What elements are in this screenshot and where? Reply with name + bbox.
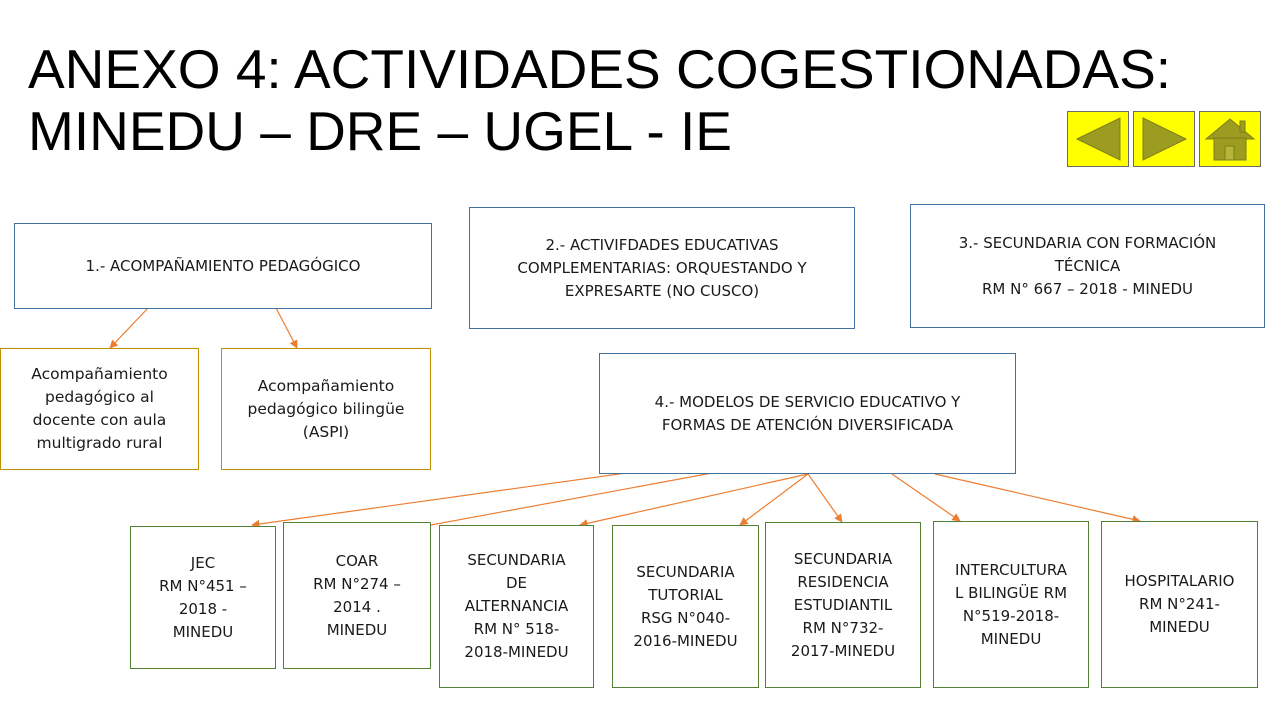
box-line: ESTUDIANTIL [793,595,893,614]
box-line: SECUNDARIA [636,562,735,581]
box-line: INTERCULTURA [955,560,1067,579]
box-line: RSG N°040- [640,608,731,627]
intercultural-box: INTERCULTURA L BILINGÜE RM N°519-2018- M… [933,521,1089,688]
box-line: COAR [335,551,379,570]
box-line: ALTERNANCIA [464,597,569,615]
box-label: 1.- ACOMPAÑAMIENTO PEDAGÓGICO [85,256,361,275]
box-line: MINEDU [980,629,1042,648]
box-line: RM N°241- [1139,595,1220,613]
box-line: DE [505,574,528,592]
box-line: L BILINGÜE RM [954,583,1068,602]
box-line: MINEDU [326,620,388,639]
box-line: 4.- MODELOS DE SERVICIO EDUCATIVO Y [654,392,961,411]
box-line: SECUNDARIA [467,551,566,569]
arrow-to-coar [403,472,713,533]
box-line: multigrado rural [36,434,163,452]
triangle-right-icon [1142,117,1188,161]
arrow-to-alternancia [579,473,809,528]
box-line: Acompañamiento [31,365,168,383]
box-line: RM N°732- [802,618,884,637]
arrow-to-intercultural [891,473,961,522]
box-line: JEC [190,553,216,572]
modelos-servicio-box: 4.- MODELOS DE SERVICIO EDUCATIVO Y FORM… [599,353,1016,474]
residencia-box: SECUNDARIA RESIDENCIA ESTUDIANTIL RM N°7… [765,522,921,688]
bilingue-aspi-box: Acompañamiento pedagógico bilingüe (ASPI… [221,348,431,470]
box-line: RM N°451 – [159,576,247,595]
box-line: TÉCNICA [1054,256,1121,275]
box-line: 2.- ACTIVIFDADES EDUCATIVAS [545,235,779,254]
acompanamiento-pedagogico-box: 1.- ACOMPAÑAMIENTO PEDAGÓGICO [14,223,432,309]
box-line: COMPLEMENTARIAS: ORQUESTANDO Y [517,258,807,277]
alternancia-box: SECUNDARIA DE ALTERNANCIA RM N° 518- 201… [439,525,594,688]
box-line: 2018 - [178,599,228,618]
multigrado-box: Acompañamiento pedagógico al docente con… [0,348,199,470]
box-line: EXPRESARTE (NO CUSCO) [564,281,760,300]
arrow-to-bilingue [275,307,298,349]
box-line: 2016-MINEDU [633,631,738,650]
page-title: ANEXO 4: ACTIVIDADES COGESTIONADAS: MINE… [28,38,1268,162]
box-line: 2014 . [333,597,381,616]
title-line-1: ANEXO 4: ACTIVIDADES COGESTIONADAS: [28,38,1172,100]
box-line: 3.- SECUNDARIA CON FORMACIÓN [958,233,1217,252]
box-line: N°519-2018- [962,606,1060,625]
box-line: FORMAS DE ATENCIÓN DIVERSIFICADA [661,415,954,434]
arrow-to-hospitalario [934,473,1141,524]
box-line: MINEDU [1149,618,1210,636]
tutorial-box: SECUNDARIA TUTORIAL RSG N°040- 2016-MINE… [612,525,759,688]
box-line: docente con aula [32,411,167,429]
arrow-to-tutorial [739,473,809,526]
box-line: 2018-MINEDU [464,643,569,661]
arrow-to-multigrado [109,305,151,349]
box-line: pedagógico bilingüe [247,399,405,418]
box-line: TUTORIAL [648,585,723,604]
box-line: RESIDENCIA [797,572,889,591]
home-button[interactable] [1199,111,1261,167]
box-line: RM N° 667 – 2018 - MINEDU [981,279,1193,298]
title-line-2: MINEDU – DRE – UGEL - IE [28,100,732,162]
actividades-educativas-box: 2.- ACTIVIFDADES EDUCATIVAS COMPLEMENTAR… [469,207,855,329]
house-icon [1204,118,1256,161]
next-slide-button[interactable] [1133,111,1195,167]
coar-box: COAR RM N°274 – 2014 . MINEDU [283,522,431,669]
jec-box: JEC RM N°451 – 2018 - MINEDU [130,526,276,669]
arrow-to-jec [251,468,656,529]
secundaria-tecnica-box: 3.- SECUNDARIA CON FORMACIÓN TÉCNICA RM … [910,204,1265,328]
box-line: Acompañamiento [257,376,395,395]
box-line: RM N° 518- [473,620,560,638]
triangle-left-icon [1075,117,1121,161]
box-line: HOSPITALARIO [1124,572,1235,590]
hospitalario-box: HOSPITALARIO RM N°241- MINEDU [1101,521,1258,688]
box-line: (ASPI) [302,422,350,441]
prev-slide-button[interactable] [1067,111,1129,167]
box-line: pedagógico al [45,388,154,406]
box-line: MINEDU [172,622,234,641]
arrow-to-residencia [807,473,843,523]
box-line: SECUNDARIA [793,549,893,568]
box-line: 2017-MINEDU [790,641,896,660]
box-line: RM N°274 – [313,574,401,593]
